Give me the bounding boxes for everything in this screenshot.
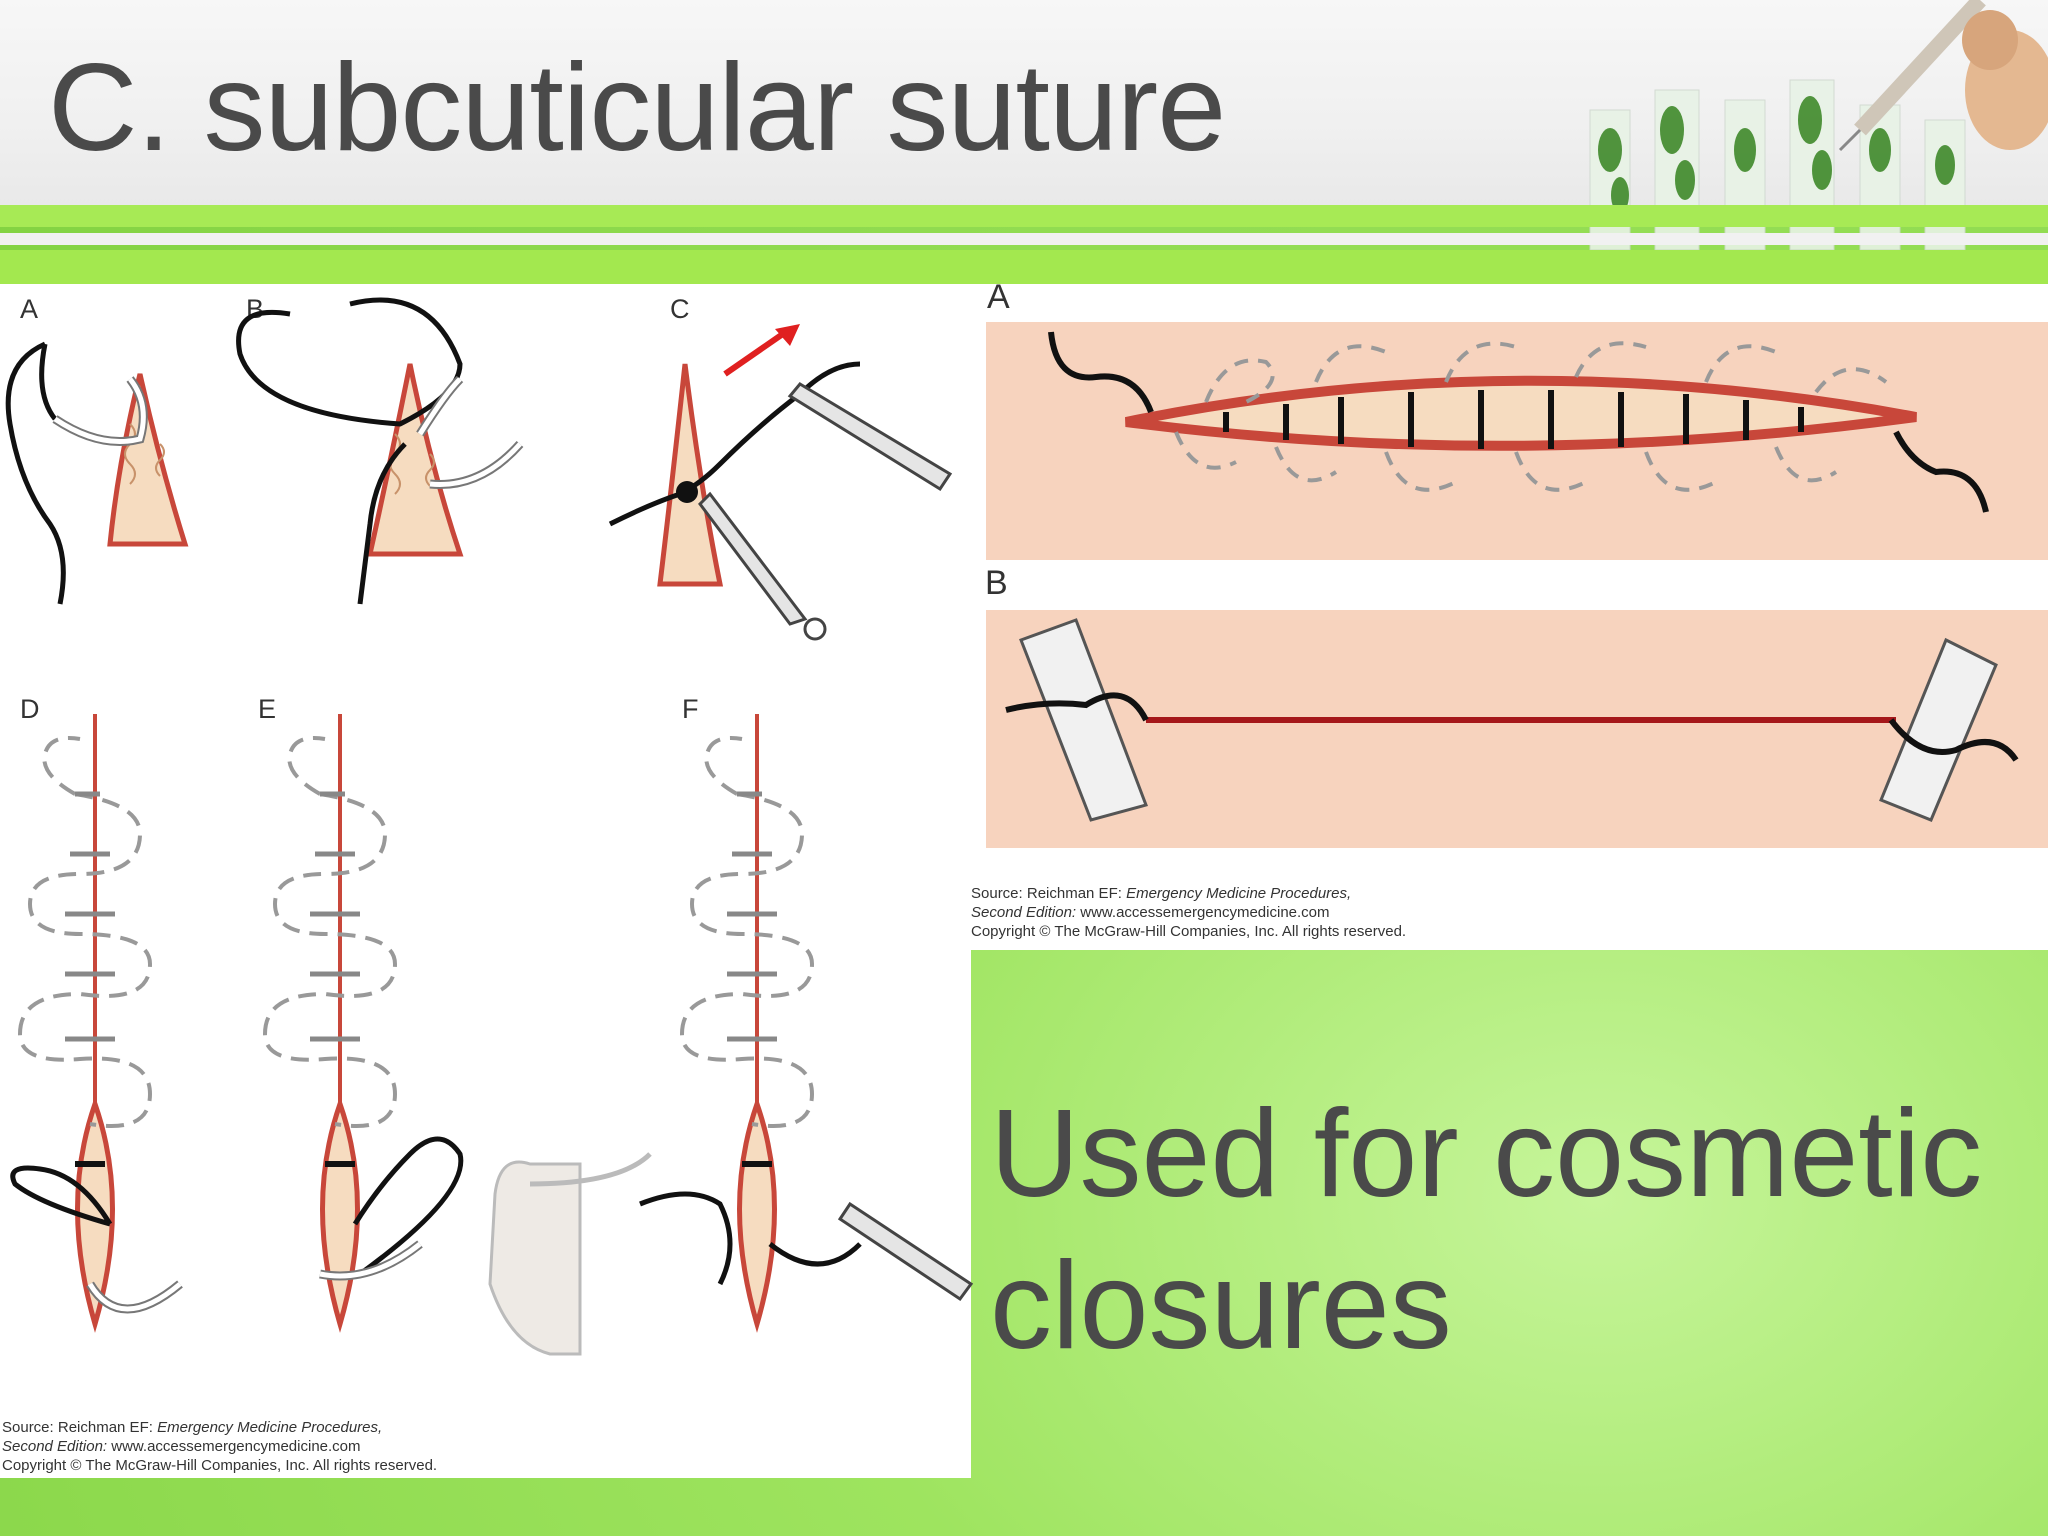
header-stripe — [0, 250, 2048, 284]
panel-label: F — [682, 694, 699, 724]
panel-label: A — [20, 294, 39, 324]
panel-label: A — [987, 278, 1010, 316]
figure-source-credit: Source: Reichman EF: Emergency Medicine … — [971, 885, 1407, 940]
figure-source-credit: Source: Reichman EF: Emergency Medicine … — [2, 1419, 438, 1474]
subcuticular-wound-illustration — [986, 322, 2048, 560]
suture-step-e-illustration — [262, 714, 464, 1333]
closed-incision-illustration — [986, 610, 2048, 848]
wound-closure-figure: A B Source: Reichman EF: Emergency Medic… — [971, 278, 2048, 950]
panel-label: B — [985, 564, 1008, 602]
header-stripe — [0, 233, 2048, 245]
suture-step-d-illustration — [10, 714, 183, 1333]
suture-step-b-illustration — [236, 297, 524, 605]
panel-label: D — [20, 694, 40, 724]
suture-step-c-illustration — [608, 324, 953, 641]
suture-technique-figure: A B C D E F — [0, 284, 974, 1478]
slide-title: C. subcuticular suture — [48, 39, 1226, 177]
suture-step-a-illustration — [5, 341, 189, 605]
slide-body-text: Used for cosmetic closures — [990, 1085, 1983, 1375]
panel-label: E — [258, 694, 277, 724]
header-stripe — [0, 205, 2048, 227]
suture-step-f-illustration — [488, 714, 974, 1356]
panel-label: C — [670, 294, 690, 324]
slide-header — [0, 0, 2048, 205]
